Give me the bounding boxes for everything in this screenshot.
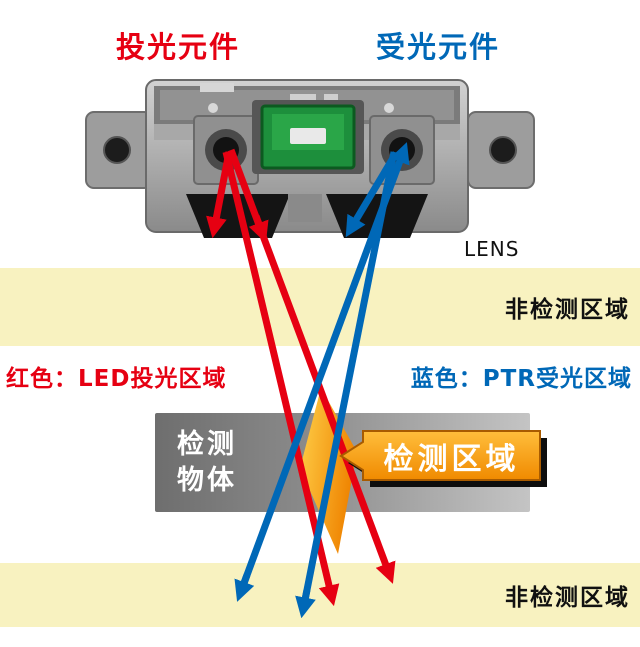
receiver-label: 受光元件 [376,30,501,64]
mount-hole-right [489,136,517,164]
red-emitted-beams [206,148,396,607]
screw-left-icon [208,103,218,113]
sensor-bottom-tab [288,194,322,222]
screw-right-icon [384,103,394,113]
sensor-shadow-right [326,194,428,238]
receiver-housing [369,115,435,185]
connector-recess [252,100,364,174]
emitter-lens [205,129,247,171]
sensor-body [145,79,469,233]
non-detection-band-top: 非检测区域 [0,268,640,346]
sensor-top-tab [200,83,234,92]
sensor-mid-band [154,124,460,140]
detection-zone-badge-label: 检测区域 [383,441,520,477]
blue-beam-edge [345,151,400,238]
detection-object-label: 检测 物体 [177,427,237,497]
blue-beam-outer [236,142,410,596]
red-beam-inner [222,151,340,607]
red-beam-outer [227,148,396,584]
receiver-lens [381,129,423,171]
emitter-label: 投光元件 [116,30,241,64]
non-detection-label-top: 非检测区域 [505,297,630,323]
connector-green [260,104,356,170]
sensor-top-inner [160,90,454,120]
connector-latch [290,128,326,144]
connector-inner [272,114,344,150]
blue-received-beams [234,142,410,619]
detection-object-line2: 物体 [177,464,237,496]
sensor-shadow-left [186,194,290,238]
sensor-top-mark [290,94,316,105]
red-beam-edge [206,151,233,239]
sensor-device [85,79,535,238]
red-beam-zone-label: 红色：LED投光区域 [6,366,227,392]
receiver-lens-core [389,137,415,163]
non-detection-label-bottom: 非检测区域 [505,585,630,611]
blue-beam-inner [299,151,398,611]
lens-label: LENS [464,237,520,261]
mount-tab-left [85,111,153,189]
red-beam-mid-arrow [248,214,269,243]
non-detection-band-bottom: 非检测区域 [0,563,640,627]
mount-hole-left [103,136,131,164]
blue-beam-zone-label: 蓝色：PTR受光区域 [410,366,632,392]
detection-object-line1: 检测 [177,429,237,461]
emitter-lens-core [213,137,239,163]
sensor-top-mark-2 [324,94,338,105]
mount-tab-right [467,111,535,189]
emitter-housing [193,115,259,185]
sensor-top-strip [154,86,460,126]
